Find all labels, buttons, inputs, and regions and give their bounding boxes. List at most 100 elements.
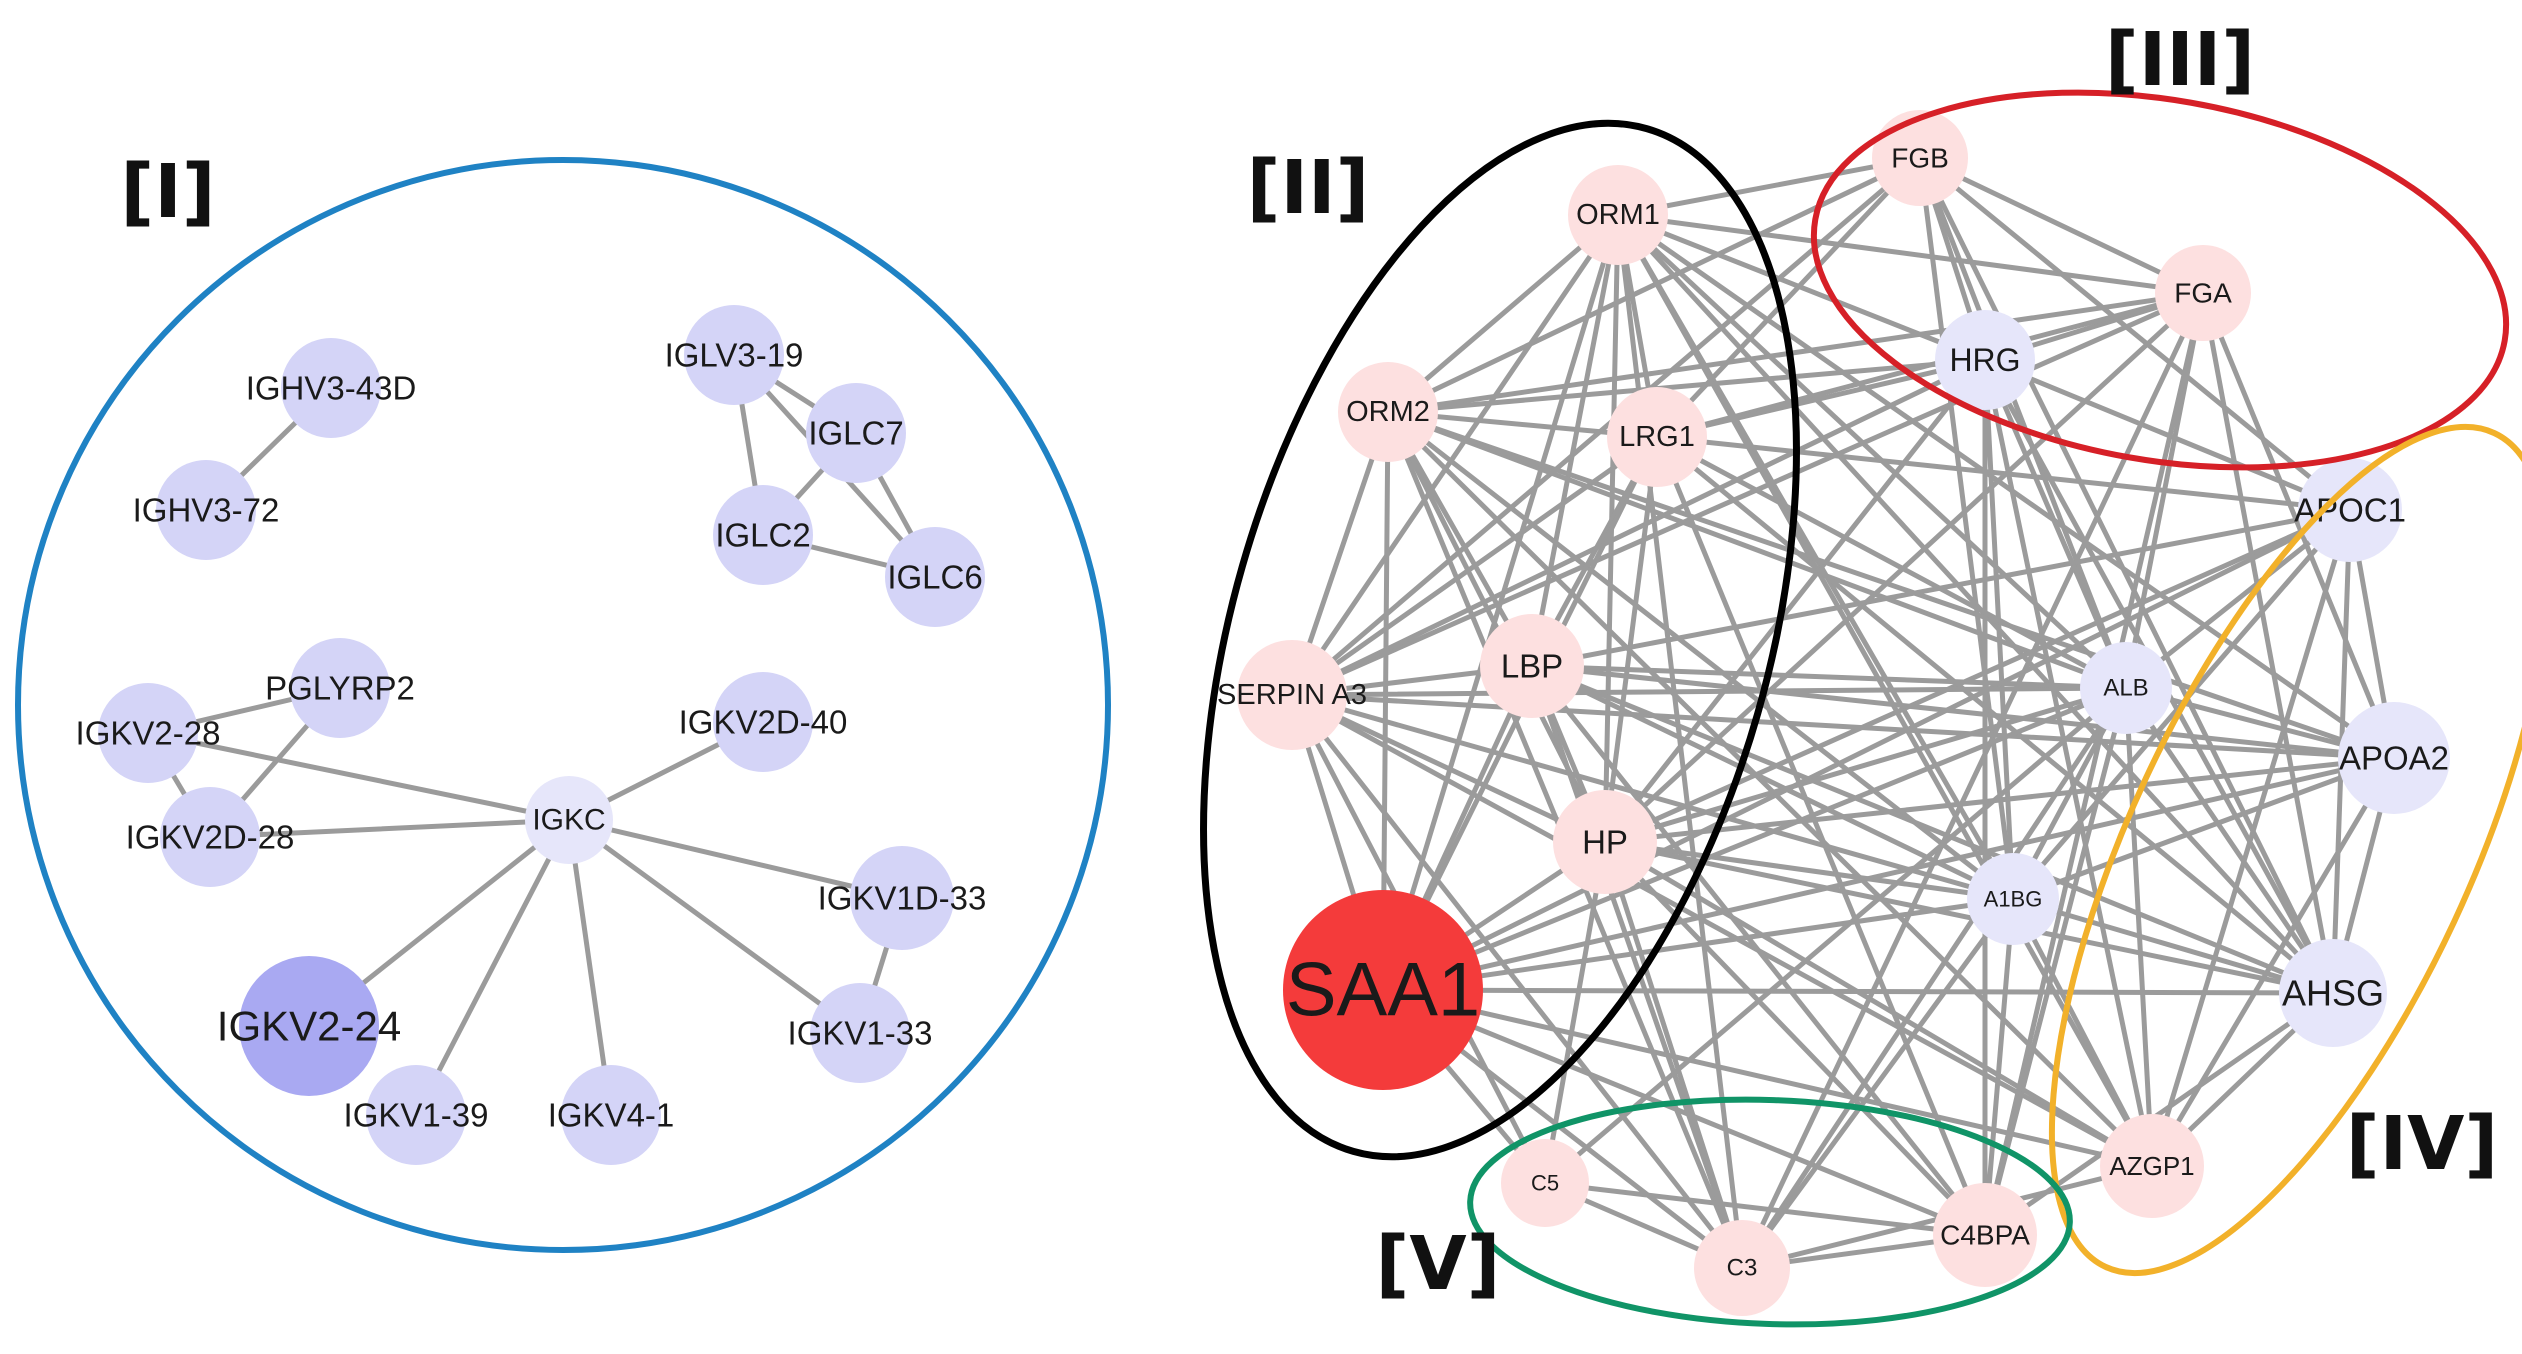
- node-igkv1d-33: IGKV1D-33: [818, 846, 987, 950]
- node-label-igkv1d-33: IGKV1D-33: [818, 880, 987, 917]
- cluster-label-V: [V]: [1376, 1221, 1501, 1307]
- edge-lbp-a1bg: [1529, 663, 2016, 902]
- edge-fgb-lrg1: [1654, 155, 1923, 440]
- node-circle-c5: [1501, 1139, 1589, 1227]
- edge-saa1-ahsg: [1380, 987, 2336, 996]
- edge-saa1-c4bpa: [1380, 987, 1988, 1238]
- edge-apoa2-azgp1: [2149, 755, 2397, 1169]
- edge-lbp-alb: [1529, 663, 2129, 691]
- node-circle-fgb: [1872, 110, 1968, 206]
- edge-apoa2-saa1: [1380, 755, 2397, 993]
- edge-fgb-fga: [1917, 155, 2206, 296]
- cluster-label-III: [III]: [2105, 17, 2255, 103]
- edge-fga-apoa2: [2200, 290, 2397, 761]
- edge-lrg1-hp: [1602, 434, 1660, 845]
- edge-hp-c4bpa: [1602, 839, 1988, 1238]
- edge-orm2-alb: [1385, 409, 2129, 691]
- node-a1bg: A1BG: [1967, 853, 2059, 945]
- edge-c5-c4bpa: [1542, 1180, 1988, 1238]
- node-circle-igkv2-24: [239, 956, 379, 1096]
- edge-apoa2-hp: [1602, 755, 2397, 845]
- node-circle-iglc6: [885, 527, 985, 627]
- node-circle-ahsg: [2279, 939, 2387, 1047]
- node-hrg: HRG: [1935, 310, 2035, 410]
- edge-lrg1-apoc1: [1654, 434, 2353, 513]
- node-igkv4-1: IGKV4-1: [548, 1065, 674, 1165]
- node-circle-c3: [1694, 1220, 1790, 1316]
- edge-orm1-orm2: [1385, 212, 1621, 415]
- node-circle-fga: [2155, 245, 2251, 341]
- edge-hrg-apoc1: [1982, 357, 2353, 513]
- edge-hrg-hp: [1602, 357, 1988, 845]
- node-label-ighv3-72: IGHV3-72: [133, 492, 280, 529]
- node-label-orm1: ORM1: [1576, 199, 1660, 231]
- node-igkv1-33: IGKV1-33: [788, 983, 932, 1083]
- edge-igkc-igkv1-39: [413, 817, 572, 1118]
- node-iglc2: IGLC2: [713, 485, 813, 585]
- node-label-iglv3-19: IGLV3-19: [665, 337, 804, 374]
- edge-a1bg-c4bpa: [1982, 896, 2016, 1238]
- node-hp: HP: [1553, 790, 1657, 894]
- node-apoc1: APOC1: [2294, 458, 2406, 562]
- edge-orm1-serpina3: [1289, 212, 1621, 698]
- node-fgb: FGB: [1872, 110, 1968, 206]
- node-circle-igkv1d-33: [850, 846, 954, 950]
- node-label-c3: C3: [1727, 1255, 1758, 1282]
- edge-lbp-c3: [1529, 663, 1745, 1271]
- node-label-fgb: FGB: [1891, 143, 1949, 174]
- node-circle-saa1: [1283, 890, 1483, 1090]
- cluster-III-boundary: [1810, 89, 2510, 471]
- edge-fgb-ahsg: [1917, 155, 2336, 996]
- node-ighv3-72: IGHV3-72: [133, 460, 280, 560]
- edge-orm1-ahsg: [1615, 212, 2336, 996]
- edge-hrg-azgp1: [1982, 357, 2155, 1169]
- edge-fga-c4bpa: [1982, 290, 2206, 1238]
- cluster-label-IV: [IV]: [2346, 1101, 2498, 1187]
- node-label-fga: FGA: [2174, 278, 2232, 309]
- node-azgp1: AZGP1: [2100, 1114, 2204, 1218]
- node-ahsg: AHSG: [2279, 939, 2387, 1047]
- edge-a1bg-c3: [1739, 896, 2016, 1271]
- node-circle-iglv3-19: [684, 305, 784, 405]
- node-igkv2-28: IGKV2-28: [76, 683, 221, 783]
- node-label-lbp: LBP: [1501, 648, 1563, 685]
- edge-hrg-a1bg: [1982, 357, 2016, 902]
- node-alb: ALB: [2080, 642, 2172, 734]
- node-c3: C3: [1694, 1220, 1790, 1316]
- edge-alb-c3: [1739, 685, 2129, 1271]
- cluster-II-boundary: [1200, 119, 1800, 1161]
- node-label-igkc: IGKC: [532, 804, 605, 837]
- node-label-c4bpa: C4BPA: [1940, 1220, 2030, 1251]
- cluster-I-boundary: [15, 157, 1111, 1253]
- node-igkv2-24: IGKV2-24: [217, 956, 401, 1096]
- edge-apoa2-a1bg: [2010, 755, 2397, 902]
- node-orm1: ORM1: [1568, 165, 1668, 265]
- node-circle-igkv2-28: [98, 683, 198, 783]
- node-label-igkv2d-28: IGKV2D-28: [126, 819, 295, 856]
- node-circle-lbp: [1480, 614, 1584, 718]
- node-group-left: IGHV3-43DIGHV3-72IGLV3-19IGLC7IGLC2IGLC6…: [76, 305, 987, 1165]
- node-circle-orm2: [1338, 362, 1438, 462]
- node-circle-apoc1: [2298, 458, 2402, 562]
- edge-orm1-apoa2: [1615, 212, 2397, 761]
- node-label-saa1: SAA1: [1286, 948, 1480, 1033]
- node-lbp: LBP: [1480, 614, 1584, 718]
- edge-fga-orm2: [1385, 290, 2206, 415]
- node-circle-ighv3-72: [156, 460, 256, 560]
- edge-alb-hp: [1602, 685, 2129, 845]
- node-iglv3-19: IGLV3-19: [665, 305, 804, 405]
- edge-apoc1-lbp: [1529, 507, 2353, 669]
- edge-hp-a1bg: [1602, 839, 2016, 902]
- node-label-hrg: HRG: [1949, 342, 2020, 378]
- edge-alb-ahsg: [2123, 685, 2336, 996]
- node-label-alb: ALB: [2103, 675, 2148, 702]
- node-label-igkv2-28: IGKV2-28: [76, 715, 221, 752]
- node-label-iglc6: IGLC6: [887, 559, 982, 596]
- node-orm2: ORM2: [1338, 362, 1438, 462]
- node-label-igkv2d-40: IGKV2D-40: [679, 704, 848, 741]
- edge-igkv2d-28-igkc: [207, 817, 572, 840]
- node-circle-igkv1-39: [366, 1065, 466, 1165]
- node-igkc: IGKC: [525, 776, 613, 864]
- node-serpina3: SERPIN A3: [1217, 640, 1367, 750]
